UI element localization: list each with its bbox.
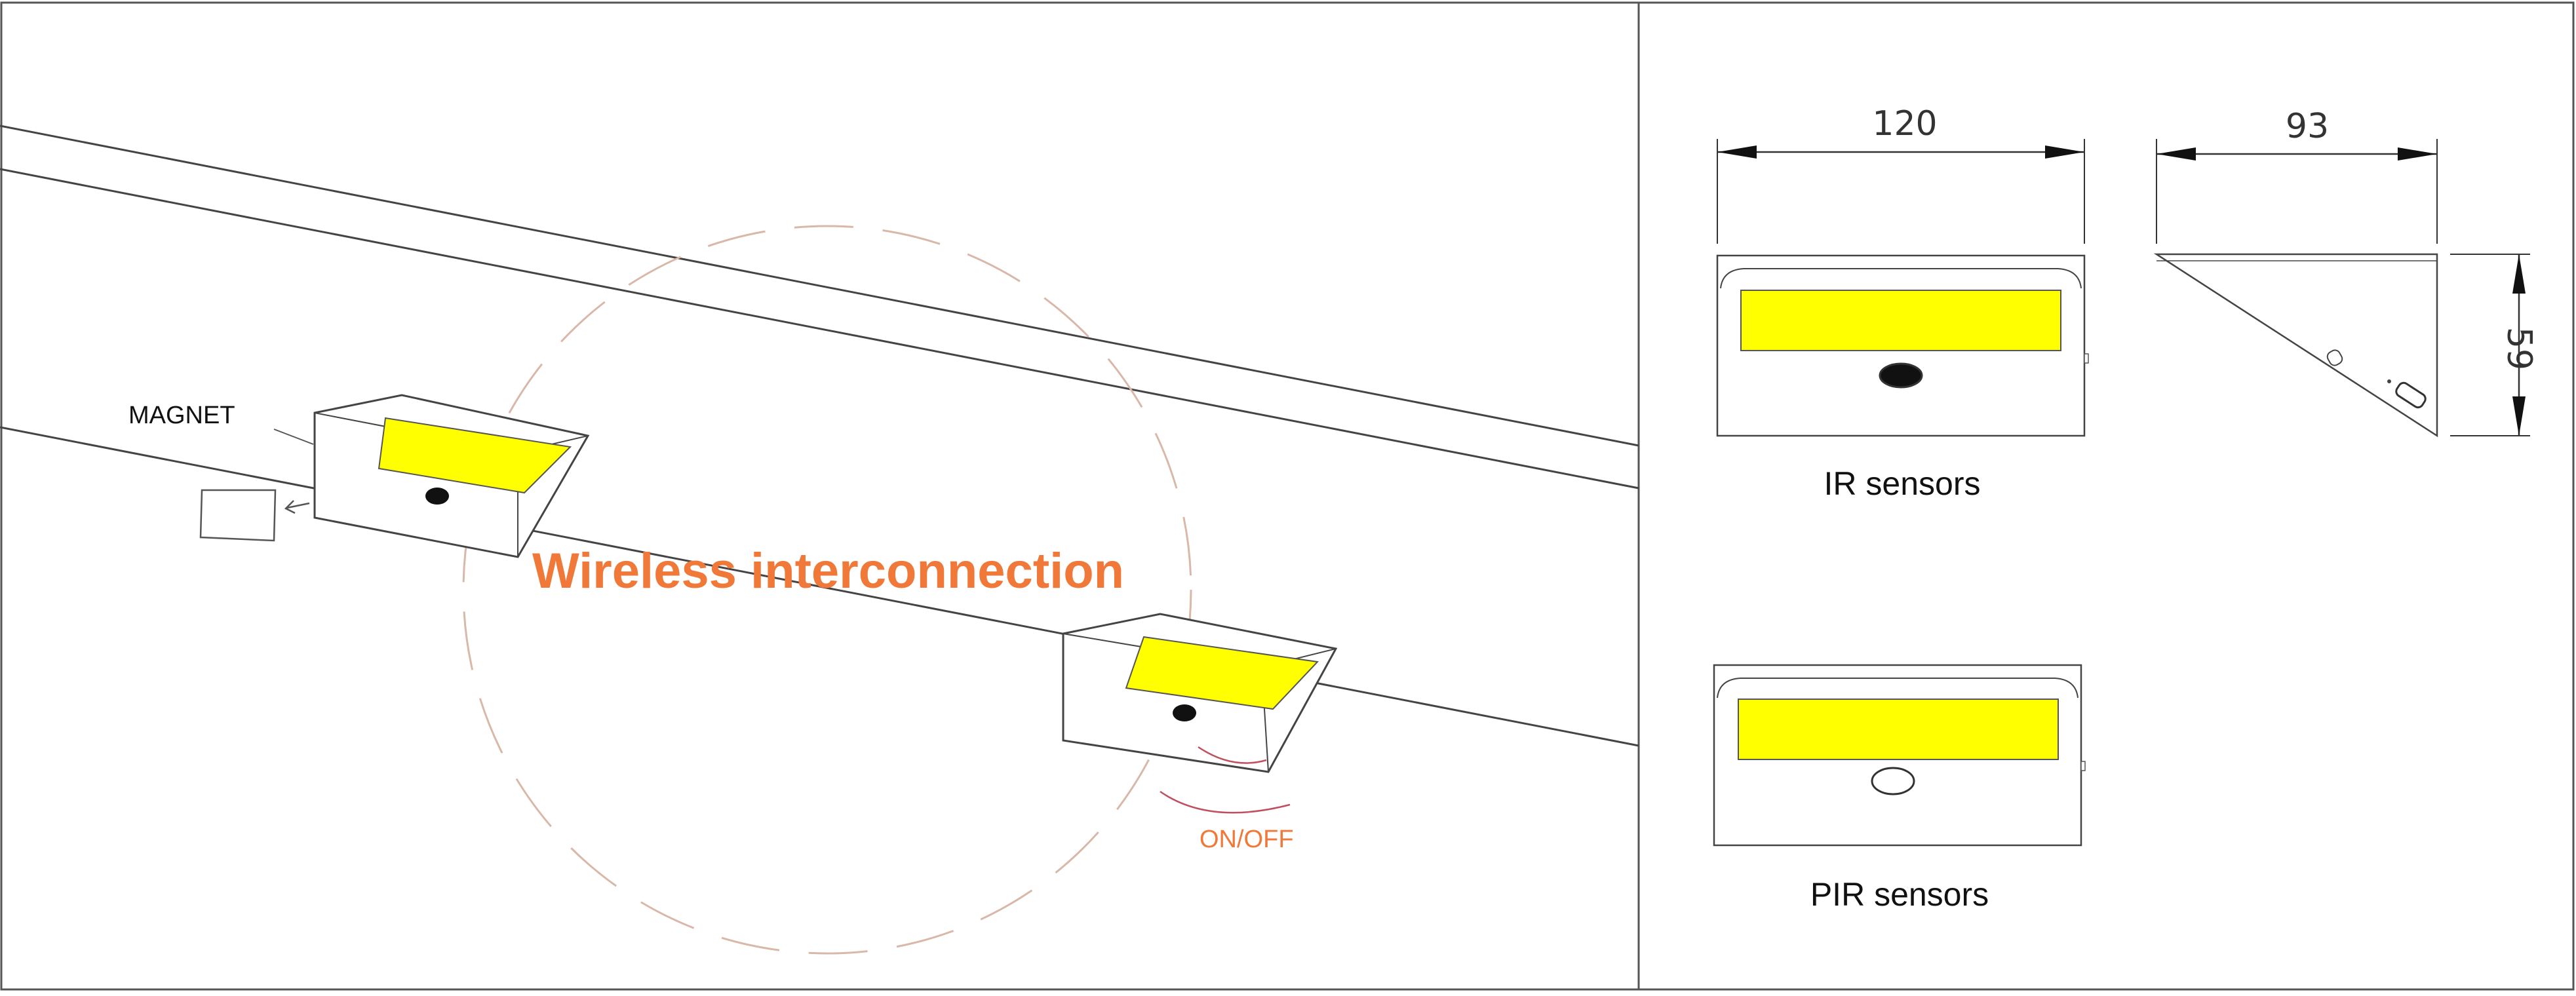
onoff-label: ON/OFF xyxy=(1200,826,1294,853)
magnet-label: MAGNET xyxy=(128,402,235,429)
dimension-depth: 93 xyxy=(2156,107,2438,244)
dimension-width: 120 xyxy=(1717,104,2085,244)
ir-sensor-window xyxy=(1879,362,1923,389)
led-panel xyxy=(1125,636,1319,710)
lamp-unit-left xyxy=(313,394,590,558)
rail-top-edge xyxy=(0,125,1639,447)
dimension-width-value: 120 xyxy=(1872,104,1937,144)
wireless-label: Wireless interconnection xyxy=(532,543,1124,599)
magnet-arrow xyxy=(286,502,310,509)
wireless-range-circle xyxy=(462,225,1192,955)
side-view xyxy=(2153,253,2438,438)
rail-lower-edge xyxy=(0,168,1639,489)
lamp-unit-right xyxy=(1062,613,1338,773)
ir-sensors-label: IR sensors xyxy=(1824,465,1981,502)
switch-arc-inner xyxy=(1198,746,1267,764)
ir-front-view xyxy=(1716,254,2089,437)
dimension-depth-value: 93 xyxy=(2286,107,2329,146)
magnet-leader-line xyxy=(273,429,314,445)
switch-arc-outer xyxy=(1160,790,1291,814)
perspective-scene: MAGNET ON/OFF Wireless interconnection xyxy=(0,125,1639,955)
pir-sensors-label: PIR sensors xyxy=(1810,876,1989,913)
pir-front-view xyxy=(1713,664,2086,847)
wall-line xyxy=(0,426,1639,747)
magnet-plate xyxy=(199,429,314,542)
usb-port xyxy=(2395,381,2427,409)
dimension-height-value: 59 xyxy=(2499,327,2539,370)
dimension-views: 120 IR sensors 93 xyxy=(1713,104,2539,913)
sensor-dot xyxy=(425,488,449,505)
led-panel xyxy=(1738,699,2059,760)
led-panel xyxy=(378,417,572,494)
dimension-height: 59 xyxy=(2450,254,2539,436)
pir-sensor-lens xyxy=(1871,767,1915,795)
led-panel xyxy=(1740,290,2061,351)
sensor-dot xyxy=(1173,704,1196,721)
